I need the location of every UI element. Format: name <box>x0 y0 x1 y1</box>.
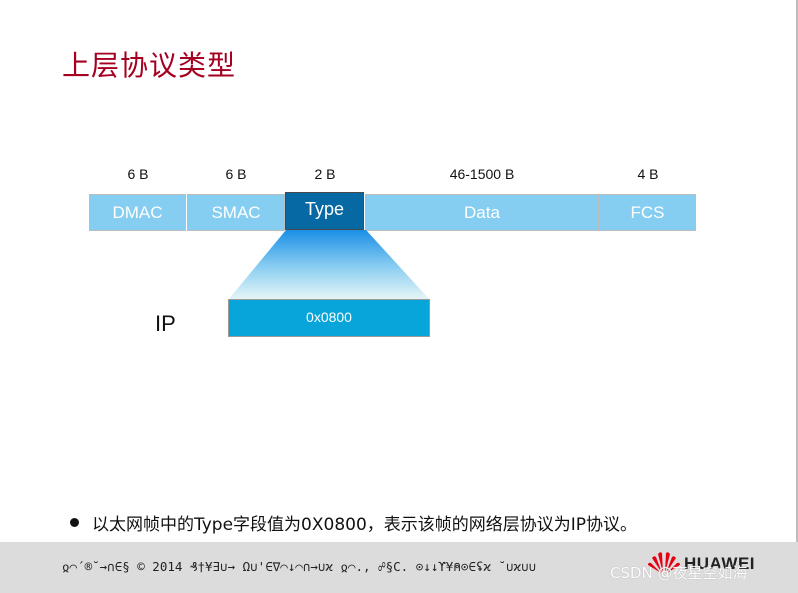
size-label-type: 2 B <box>314 166 336 182</box>
protocol-label: IP <box>155 311 176 336</box>
size-label-smac: 6 B <box>225 166 247 182</box>
type-value-box: 0x0800 <box>228 299 430 337</box>
field-fcs: FCS <box>599 194 696 231</box>
field-data: Data <box>365 194 599 231</box>
expansion-funnel <box>228 230 430 300</box>
size-label-data: 46-1500 B <box>449 166 515 182</box>
slide-border <box>796 0 798 593</box>
slide-title: 上层协议类型 <box>62 49 237 82</box>
huawei-logo-icon <box>648 552 680 573</box>
slide-footer: ჲ⌒´®˘→∩∈§ © 2014 ₰†¥∃∪→ Ω∪'∈∇⌒↓⌒∩→∪ϰ ჲ⌒.… <box>0 542 798 593</box>
field-type: Type <box>285 192 364 230</box>
size-label-fcs: 4 B <box>637 166 659 182</box>
watermark-text: CSDN @夜星空如海 <box>610 564 748 582</box>
bullet-item: 以太网帧中的Type字段值为0X0800，表示该帧的网络层协议为IP协议。 <box>70 510 637 535</box>
size-label-dmac: 6 B <box>127 166 149 182</box>
bullet-dot-icon <box>70 518 79 527</box>
bullet-text: 以太网帧中的Type字段值为0X0800，表示该帧的网络层协议为IP协议。 <box>92 515 638 535</box>
brand-name: HUAWEI <box>684 554 755 573</box>
field-dmac: DMAC <box>89 194 186 231</box>
copyright-text: ჲ⌒´®˘→∩∈§ © 2014 ₰†¥∃∪→ Ω∪'∈∇⌒↓⌒∩→∪ϰ ჲ⌒.… <box>62 559 537 574</box>
field-smac: SMAC <box>187 194 285 231</box>
